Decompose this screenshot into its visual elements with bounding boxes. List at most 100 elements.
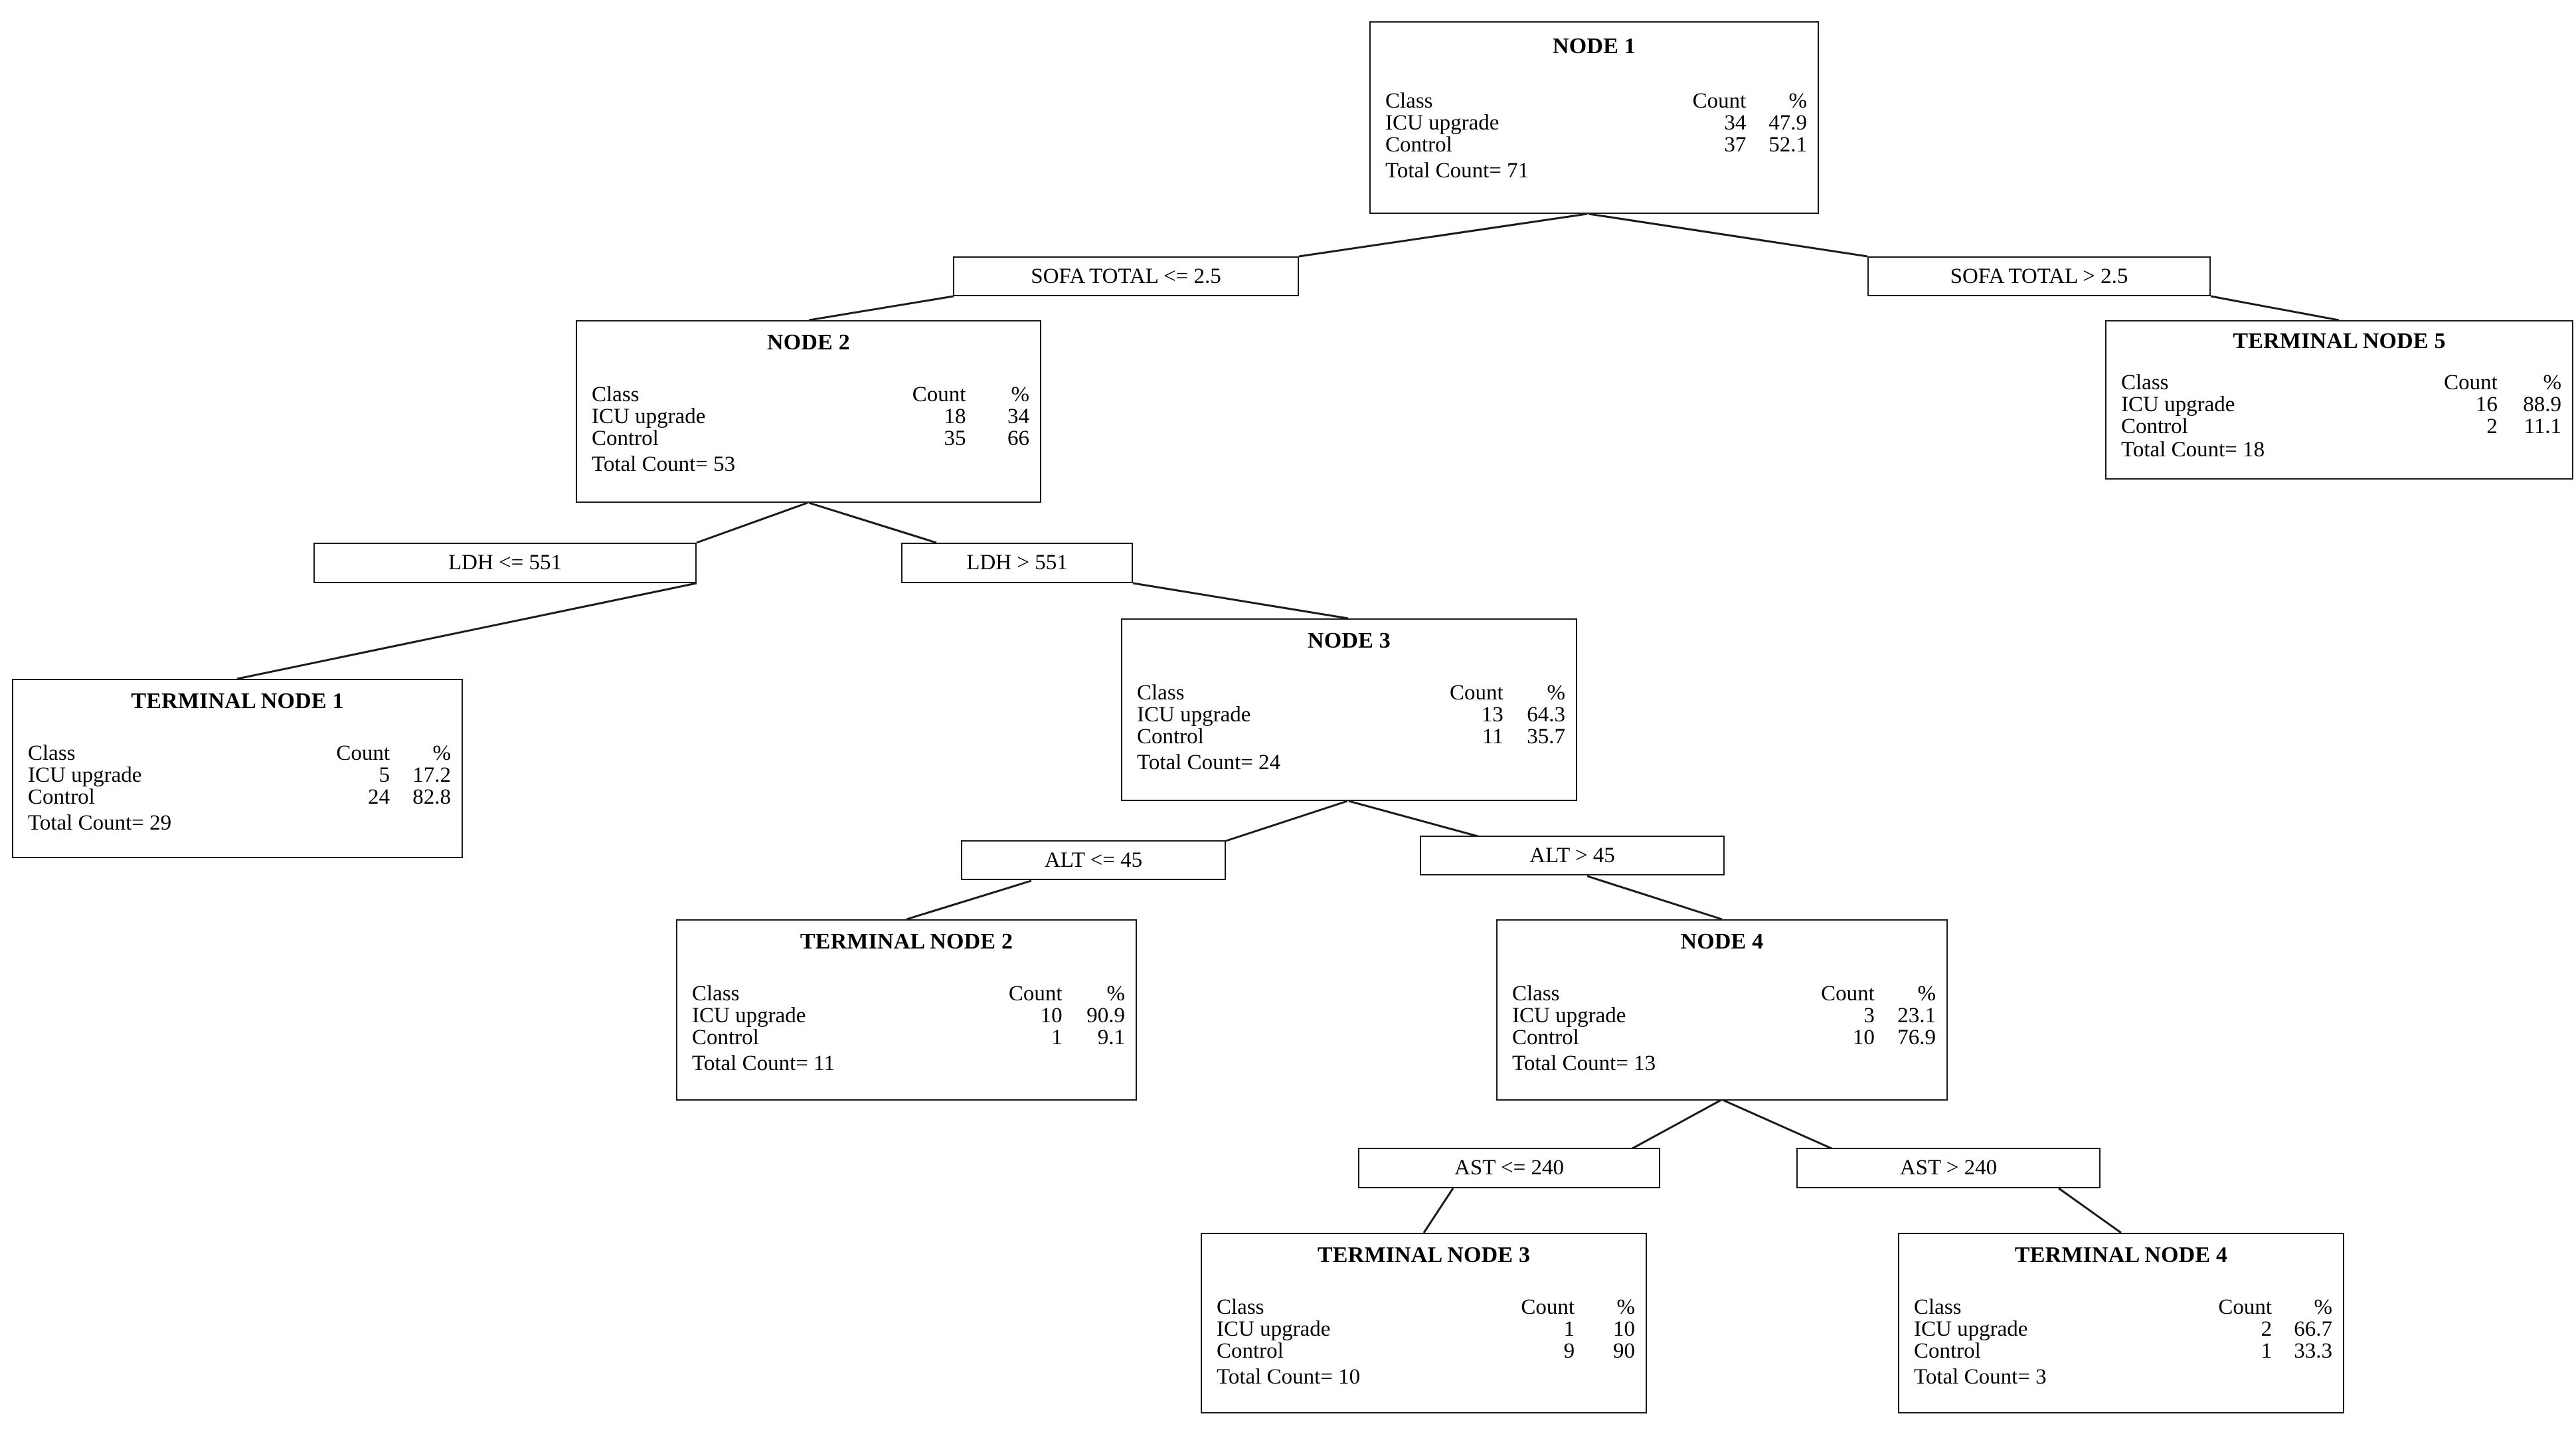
node-terminal5-total: Total Count= 18 [2121, 437, 2265, 462]
node-terminal4-header-count: Count [2218, 1295, 2273, 1319]
node-terminal5-row1-pct: 88.9 [2523, 392, 2561, 416]
node-terminal1-header-count: Count [336, 741, 390, 765]
table-row: Control 1 33.3 [1899, 1340, 2343, 1362]
node-terminal1-row2-pct: 82.8 [412, 784, 451, 809]
node-terminal4-header-pct: % [2314, 1295, 2333, 1319]
node-terminal3-header-count: Count [1521, 1295, 1575, 1319]
node-terminal3-header-pct: % [1616, 1295, 1636, 1319]
table-row: Control 35 66 [577, 426, 1040, 450]
node-terminal3-title: TERMINAL NODE 3 [1317, 1243, 1531, 1267]
node-node1-row1-count: 34 [1724, 110, 1747, 135]
node-terminal3[interactable]: TERMINAL NODE 3 Class Count % ICU upgrad… [1201, 1233, 1647, 1413]
edge-node4-left [1632, 1099, 1722, 1150]
node-terminal4[interactable]: TERMINAL NODE 4 Class Count % ICU upgrad… [1898, 1233, 2344, 1413]
split-label-ast-gt[interactable]: AST > 240 [1796, 1148, 2101, 1188]
node-node3-header-pct: % [1547, 680, 1566, 705]
table-row: Control 1 9.1 [677, 1025, 1136, 1049]
node-terminal1[interactable]: TERMINAL NODE 1 Class Count % ICU upgrad… [12, 679, 463, 858]
node-node4-header-count: Count [1821, 981, 1875, 1006]
node-terminal3-table: Class Count % ICU upgrade 1 10 Control 9… [1202, 1295, 1646, 1362]
edge-altle-terminal2 [906, 879, 1032, 921]
node-terminal1-title: TERMINAL NODE 1 [131, 689, 344, 713]
edge-sofagt-terminal5 [2210, 295, 2340, 321]
split-label-sofa-gt[interactable]: SOFA TOTAL > 2.5 [1867, 256, 2211, 296]
edge-node3-left [1225, 800, 1348, 842]
split-label-sofa-le[interactable]: SOFA TOTAL <= 2.5 [953, 256, 1299, 296]
table-row: Control 11 35.7 [1122, 724, 1576, 749]
edge-ldhgt-node3 [1132, 582, 1349, 620]
table-row: ICU upgrade 18 34 [577, 405, 1040, 428]
node-node3[interactable]: NODE 3 Class Count % ICU upgrade 13 64.3… [1121, 618, 1577, 801]
node-node2-header-count: Count [912, 382, 966, 407]
table-row: ICU upgrade 2 66.7 [1899, 1318, 2343, 1340]
node-terminal4-row2-count: 1 [2261, 1338, 2273, 1363]
node-node3-row1-pct: 64.3 [1527, 702, 1565, 727]
node-terminal3-row2-pct: 90 [1613, 1338, 1635, 1363]
table-row: Control 9 90 [1202, 1340, 1646, 1362]
node-node2-row2-count: 35 [944, 426, 966, 450]
node-node1[interactable]: NODE 1 Class Count % ICU upgrade 34 47.9… [1369, 21, 1819, 214]
node-terminal1-row1-pct: 17.2 [412, 763, 451, 787]
node-terminal2-total: Total Count= 11 [692, 1051, 835, 1075]
node-node4-row2-label: Control [1512, 1025, 1579, 1049]
table-row: Control 2 11.1 [2106, 415, 2572, 438]
table-row: ICU upgrade 5 17.2 [13, 763, 462, 787]
split-label-alt-gt-text: ALT > 45 [1529, 843, 1615, 867]
node-node4-total: Total Count= 13 [1512, 1051, 1656, 1075]
node-node1-header-class: Class [1385, 88, 1433, 113]
node-node1-row1-label: ICU upgrade [1385, 110, 1500, 135]
node-terminal1-row2-count: 24 [368, 784, 390, 809]
node-node3-table: Class Count % ICU upgrade 13 64.3 Contro… [1122, 680, 1576, 749]
node-terminal5-header-count: Count [2444, 370, 2498, 395]
node-node3-row1-label: ICU upgrade [1137, 702, 1251, 727]
node-terminal5[interactable]: TERMINAL NODE 5 Class Count % ICU upgrad… [2105, 320, 2573, 480]
node-node3-row2-count: 11 [1482, 724, 1503, 749]
split-label-ast-le-text: AST <= 240 [1454, 1156, 1564, 1180]
split-label-ldh-le-text: LDH <= 551 [448, 551, 562, 575]
split-label-alt-gt[interactable]: ALT > 45 [1420, 836, 1725, 875]
node-terminal3-total: Total Count= 10 [1217, 1364, 1361, 1389]
node-terminal1-total: Total Count= 29 [28, 810, 172, 835]
node-terminal1-header-pct: % [432, 741, 452, 765]
split-label-ast-le[interactable]: AST <= 240 [1358, 1148, 1660, 1188]
node-node1-title: NODE 1 [1553, 34, 1636, 58]
edge-astgt-terminal4 [2058, 1187, 2122, 1234]
node-node4-table: Class Count % ICU upgrade 3 23.1 Control… [1498, 981, 1946, 1049]
node-node1-row2-count: 37 [1724, 132, 1747, 157]
node-terminal5-row1-count: 16 [2475, 392, 2498, 416]
edge-node1-left [1298, 213, 1588, 258]
node-terminal2-row2-pct: 9.1 [1097, 1025, 1125, 1049]
node-node4-row1-pct: 23.1 [1897, 1003, 1936, 1028]
node-node2[interactable]: NODE 2 Class Count % ICU upgrade 18 34 C… [576, 320, 1041, 503]
split-label-alt-le[interactable]: ALT <= 45 [961, 840, 1226, 880]
split-label-sofa-gt-text: SOFA TOTAL > 2.5 [1950, 264, 2128, 288]
node-terminal4-row1-label: ICU upgrade [1914, 1316, 2028, 1341]
split-label-ldh-le[interactable]: LDH <= 551 [313, 543, 697, 583]
table-row: Control 37 52.1 [1371, 134, 1818, 156]
node-terminal5-title: TERMINAL NODE 5 [2233, 329, 2446, 353]
node-terminal4-row2-label: Control [1914, 1338, 1981, 1363]
node-node4-header-pct: % [1917, 981, 1936, 1006]
node-node4[interactable]: NODE 4 Class Count % ICU upgrade 3 23.1 … [1496, 919, 1948, 1101]
node-terminal2-row1-label: ICU upgrade [692, 1003, 806, 1028]
node-terminal2-title: TERMINAL NODE 2 [800, 929, 1013, 954]
edge-node2-right [808, 501, 937, 544]
node-terminal3-row1-pct: 10 [1613, 1316, 1635, 1341]
node-terminal2[interactable]: TERMINAL NODE 2 Class Count % ICU upgrad… [676, 919, 1137, 1101]
node-node1-total: Total Count= 71 [1385, 158, 1529, 183]
table-row: Control 24 82.8 [13, 786, 462, 808]
node-terminal4-header-class: Class [1914, 1295, 1962, 1319]
split-label-ldh-gt[interactable]: LDH > 551 [901, 543, 1133, 583]
node-terminal2-header-pct: % [1106, 981, 1126, 1006]
node-node2-header-pct: % [1011, 382, 1030, 407]
node-node4-row2-count: 10 [1852, 1025, 1875, 1049]
edge-ldhle-terminal1 [236, 582, 697, 680]
node-node3-row2-pct: 35.7 [1527, 724, 1565, 749]
table-row: ICU upgrade 16 88.9 [2106, 392, 2572, 416]
node-node3-total: Total Count= 24 [1137, 750, 1281, 774]
node-node4-title: NODE 4 [1680, 929, 1764, 954]
node-node1-row2-pct: 52.1 [1768, 132, 1807, 157]
node-node3-row2-label: Control [1137, 724, 1204, 749]
node-terminal3-header-class: Class [1217, 1295, 1264, 1319]
node-terminal2-header-class: Class [692, 981, 740, 1006]
